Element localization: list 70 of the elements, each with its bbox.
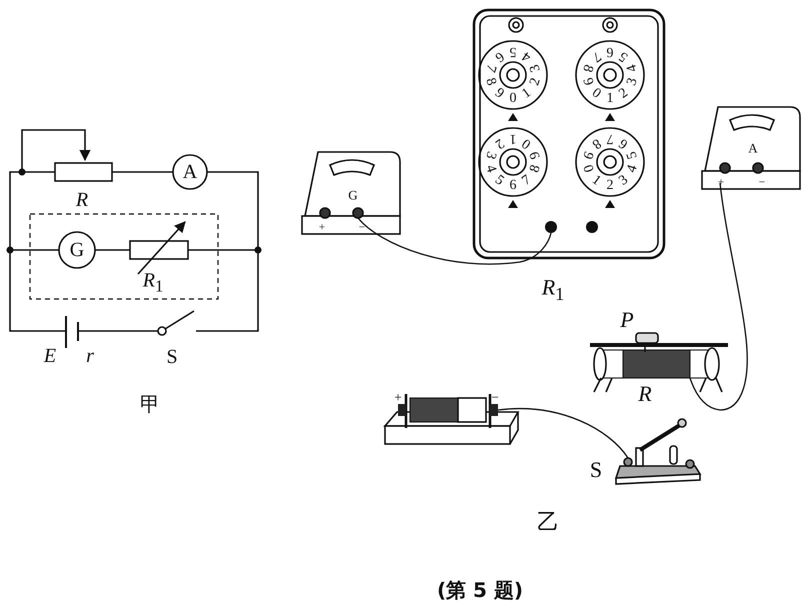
meter-letter: A	[748, 142, 758, 154]
dial-digit: 7	[606, 131, 614, 145]
dial-digit: 1	[606, 92, 614, 106]
dial-digit: 1	[520, 86, 534, 102]
component-label: E	[44, 346, 56, 366]
dial-digit: 5	[625, 149, 641, 160]
figure-label: 乙	[537, 511, 559, 533]
dial-digit: 4	[625, 62, 641, 74]
dial-digit: 7	[482, 62, 498, 74]
dial-digit: 8	[588, 134, 603, 150]
dial-digit: 5	[510, 44, 516, 58]
dial-digit: 4	[482, 164, 498, 175]
wire	[689, 182, 748, 411]
dial-digit: 2	[617, 86, 632, 102]
meter-letter: G	[348, 188, 358, 202]
wire	[498, 408, 629, 458]
dial-digit: 7	[588, 48, 603, 64]
terminal-sign: −	[758, 178, 766, 188]
dial-digit: 6	[492, 48, 506, 64]
dial-digit: 3	[528, 62, 544, 74]
dial-digit: 7	[520, 174, 534, 190]
dial-digit: 8	[528, 164, 544, 175]
battery-drawing	[383, 392, 520, 445]
dial-digit: 3	[482, 149, 498, 160]
caption: (第 5 题)	[436, 580, 524, 600]
dial-digit: 4	[520, 48, 534, 64]
terminal-sign: −	[358, 222, 366, 234]
dial-digit: 9	[579, 76, 595, 88]
dial-digit: 3	[625, 76, 641, 88]
resistance-box-drawing	[472, 8, 666, 260]
component-label: R	[76, 190, 88, 210]
terminal-sign: +	[318, 222, 326, 234]
dial-digit: 0	[510, 92, 516, 106]
component-label: r	[86, 346, 94, 366]
dial-digit: 1	[510, 131, 516, 145]
dial-digit: 9	[528, 149, 544, 160]
dial-digit: 8	[482, 76, 498, 88]
dial-digit: 9	[492, 86, 506, 102]
dial-digit: 9	[579, 149, 595, 160]
dial-digit: 5	[492, 174, 506, 190]
galvanometer-drawing	[301, 151, 401, 235]
dial-digit: 0	[520, 134, 534, 150]
terminal-sign: −	[491, 390, 499, 404]
terminal-sign: +	[718, 178, 724, 188]
knife-switch-drawing	[614, 418, 702, 485]
dial-digit: 1	[588, 174, 603, 190]
figure-label: 甲	[140, 395, 160, 415]
dial-digit: 5	[617, 48, 632, 64]
component-label: R$_{1}$	[542, 276, 564, 304]
component-label: R$_{1}$	[142, 270, 164, 296]
terminal-sign: +	[394, 390, 402, 404]
dial-digit: 4	[625, 164, 641, 175]
component-label: G	[70, 240, 84, 260]
dial-digit: 0	[588, 86, 603, 102]
dial-digit: 6	[510, 179, 516, 193]
component-label: A	[182, 162, 198, 182]
dial-digit: 0	[579, 164, 595, 175]
dial-digit: 2	[492, 134, 506, 150]
dial-digit: 6	[617, 134, 632, 150]
component-label: R	[638, 383, 652, 405]
dial-digit: 6	[606, 44, 614, 58]
ammeter-drawing	[701, 106, 801, 190]
dial-digit: 2	[606, 179, 614, 193]
dial-digit: 2	[528, 76, 544, 88]
component-label: S	[166, 347, 178, 367]
dial-digit: 3	[617, 174, 632, 190]
dial-digit: 8	[579, 62, 595, 74]
wire	[358, 218, 552, 265]
component-label: S	[590, 459, 602, 481]
component-label: P	[620, 309, 634, 331]
